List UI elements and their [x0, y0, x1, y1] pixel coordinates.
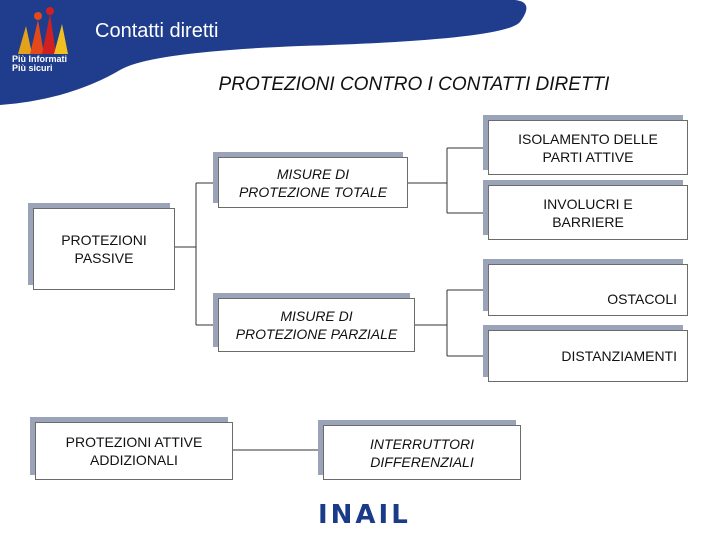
node-residual-current-switches: INTERRUTTORI DIFFERENZIALI [323, 425, 521, 480]
node-enclosures-barriers: INVOLUCRI E BARRIERE [488, 185, 688, 240]
node-obstacles-label: OSTACOLI [607, 291, 677, 307]
node-obstacles: OSTACOLI [488, 264, 688, 316]
node-active-line-2: ADDIZIONALI [90, 452, 178, 468]
header-swoosh [0, 0, 527, 105]
logo-text-line-1: Più Informati [12, 54, 68, 64]
node-enclosures-line-1: INVOLUCRI E [543, 195, 633, 212]
node-partial-line-2: PROTEZIONE PARZIALE [235, 326, 398, 342]
logo [8, 6, 78, 76]
main-title: PROTEZIONI CONTRO I CONTATTI DIRETTI [218, 74, 610, 95]
node-distancing: DISTANZIAMENTI [488, 330, 688, 382]
node-total-protection: MISURE DI PROTEZIONE TOTALE [218, 157, 408, 208]
node-passive-line-2: PASSIVE [74, 250, 134, 266]
node-switches-line-2: DIFFERENZIALI [370, 453, 474, 470]
node-switches-line-1: INTERRUTTORI [370, 435, 474, 452]
node-active-protections: PROTEZIONI ATTIVE ADDIZIONALI [35, 422, 233, 480]
node-isolation-line-1: ISOLAMENTO DELLE [518, 130, 658, 147]
inail-logo: INAIL [318, 500, 411, 530]
node-total-line-2: PROTEZIONE TOTALE [238, 183, 388, 200]
node-partial-line-1: MISURE DI [280, 308, 353, 324]
logo-figures-icon [18, 7, 68, 54]
header-band: Più Informati Più sicuri Contatti dirett… [0, 0, 720, 110]
node-isolation-line-2: PARTI ATTIVE [542, 148, 634, 165]
logo-text-line-2: Più sicuri [12, 63, 53, 73]
node-enclosures-line-2: BARRIERE [552, 213, 624, 230]
node-passive-protections: PROTEZIONI PASSIVE [33, 208, 175, 290]
node-active-line-1: PROTEZIONI ATTIVE [65, 434, 203, 450]
logo-text: Più Informati Più sicuri [12, 55, 67, 73]
node-partial-protection: MISURE DI PROTEZIONE PARZIALE [218, 298, 415, 352]
node-total-line-1: MISURE DI [276, 165, 350, 182]
node-distancing-label: DISTANZIAMENTI [561, 348, 677, 364]
header-title: Contatti diretti [95, 20, 219, 42]
node-passive-line-1: PROTEZIONI [61, 232, 147, 248]
node-isolation: ISOLAMENTO DELLE PARTI ATTIVE [488, 120, 688, 175]
